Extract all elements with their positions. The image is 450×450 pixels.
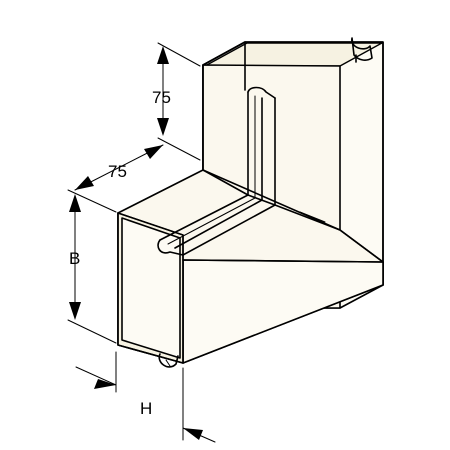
arrow-head xyxy=(75,176,94,190)
dimension-label-top: 75 xyxy=(152,88,171,107)
extension-line xyxy=(157,42,201,67)
extension-line xyxy=(67,319,117,344)
extension-line xyxy=(157,137,201,161)
dimension-h: H xyxy=(75,351,216,443)
dimension-line xyxy=(75,366,117,386)
dimension-label-h: H xyxy=(140,399,152,418)
arrow-head xyxy=(94,379,116,389)
dimension-label-side: 75 xyxy=(108,162,127,181)
arrow-head xyxy=(183,428,203,440)
arrow-head xyxy=(144,145,163,159)
arrow-head xyxy=(69,194,81,212)
dimension-label-b: B xyxy=(69,249,80,268)
dimension-top-75: 75 xyxy=(152,42,201,161)
dimension-side-75: 75 xyxy=(74,144,164,191)
arrow-head xyxy=(69,302,81,320)
lower-channel xyxy=(117,169,384,368)
dimension-b: B xyxy=(67,189,117,344)
arrow-head xyxy=(157,118,169,136)
extension-line xyxy=(67,189,117,213)
arrow-head xyxy=(157,46,169,64)
